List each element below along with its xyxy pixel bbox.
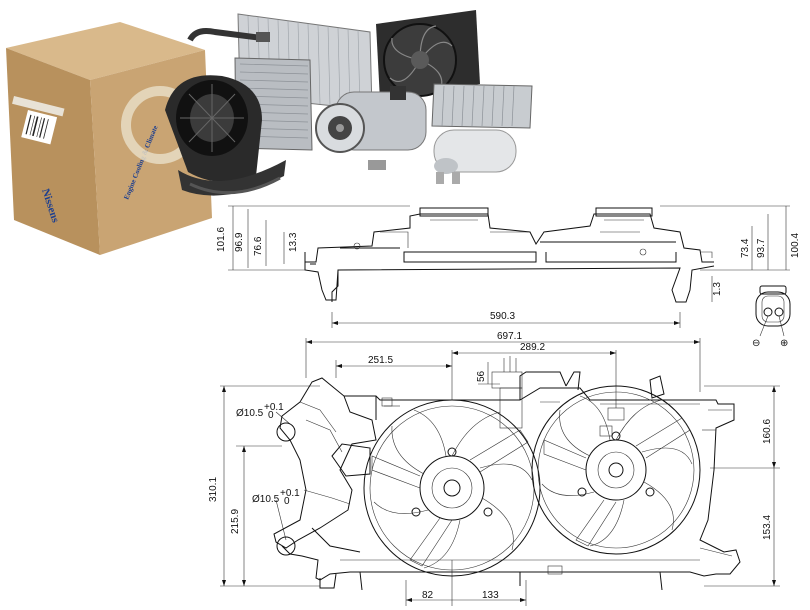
front-view-dim-lines xyxy=(220,338,780,606)
dim-160-6: 160.6 xyxy=(762,419,773,444)
dim-56: 56 xyxy=(476,370,487,382)
side-view-dim-lines xyxy=(228,205,790,328)
side-view: 101.6 96.9 76.6 13.3 73.4 93.7 100.4 1.3… xyxy=(216,205,801,328)
dim-251-5: 251.5 xyxy=(368,355,393,366)
barcode-label xyxy=(21,110,58,145)
hole-bottom-tol-upper: +0.1 xyxy=(280,488,300,499)
hole-bottom-dia: Ø10.5 xyxy=(252,494,280,505)
right-fan xyxy=(531,385,701,555)
left-fan xyxy=(363,399,541,577)
dim-1-3: 1.3 xyxy=(712,282,723,296)
dim-76-6: 76.6 xyxy=(253,236,264,256)
hole-top-dia: Ø10.5 xyxy=(236,408,264,419)
dim-697-1: 697.1 xyxy=(497,331,522,342)
dim-215-9: 215.9 xyxy=(230,509,241,534)
fan-assembly-photo xyxy=(376,10,480,100)
hole-callout-bottom: Ø10.5 +0.1 0 xyxy=(252,488,300,507)
receiver-drier xyxy=(433,129,517,184)
nissens-box: Nissens Engine Cooling & Climate xyxy=(6,22,212,255)
connector-detail: ⊖ ⊕ xyxy=(752,285,791,349)
dim-153-4: 153.4 xyxy=(762,515,773,540)
hole-top-tol-lower: 0 xyxy=(268,410,274,421)
dim-310-1: 310.1 xyxy=(208,477,219,502)
pin-negative: ⊖ xyxy=(752,338,760,349)
dim-82: 82 xyxy=(422,590,434,601)
ac-compressor xyxy=(315,86,427,170)
dim-93-7: 93.7 xyxy=(756,238,767,258)
dim-101-6: 101.6 xyxy=(216,227,227,252)
dim-100-4: 100.4 xyxy=(790,233,801,258)
dim-590-3: 590.3 xyxy=(490,311,515,322)
front-view: 697.1 251.5 289.2 56 310.1 215.9 160.6 1… xyxy=(208,331,780,606)
side-view-outline xyxy=(304,207,715,303)
dim-133: 133 xyxy=(482,590,499,601)
product-collage: Nissens Engine Cooling & Climate xyxy=(6,10,533,255)
dim-73-4: 73.4 xyxy=(740,238,751,258)
hole-bottom-tol-lower: 0 xyxy=(284,496,290,507)
pin-positive: ⊕ xyxy=(780,338,788,349)
dim-13-3: 13.3 xyxy=(288,232,299,252)
fan-shroud xyxy=(273,371,741,591)
hole-callout-top: Ø10.5 +0.1 0 xyxy=(236,402,284,421)
dim-289-2: 289.2 xyxy=(520,342,545,353)
dim-96-9: 96.9 xyxy=(234,232,245,252)
blower-motor xyxy=(165,75,286,196)
hole-top-tol-upper: +0.1 xyxy=(264,402,284,413)
heater-core xyxy=(431,83,533,129)
